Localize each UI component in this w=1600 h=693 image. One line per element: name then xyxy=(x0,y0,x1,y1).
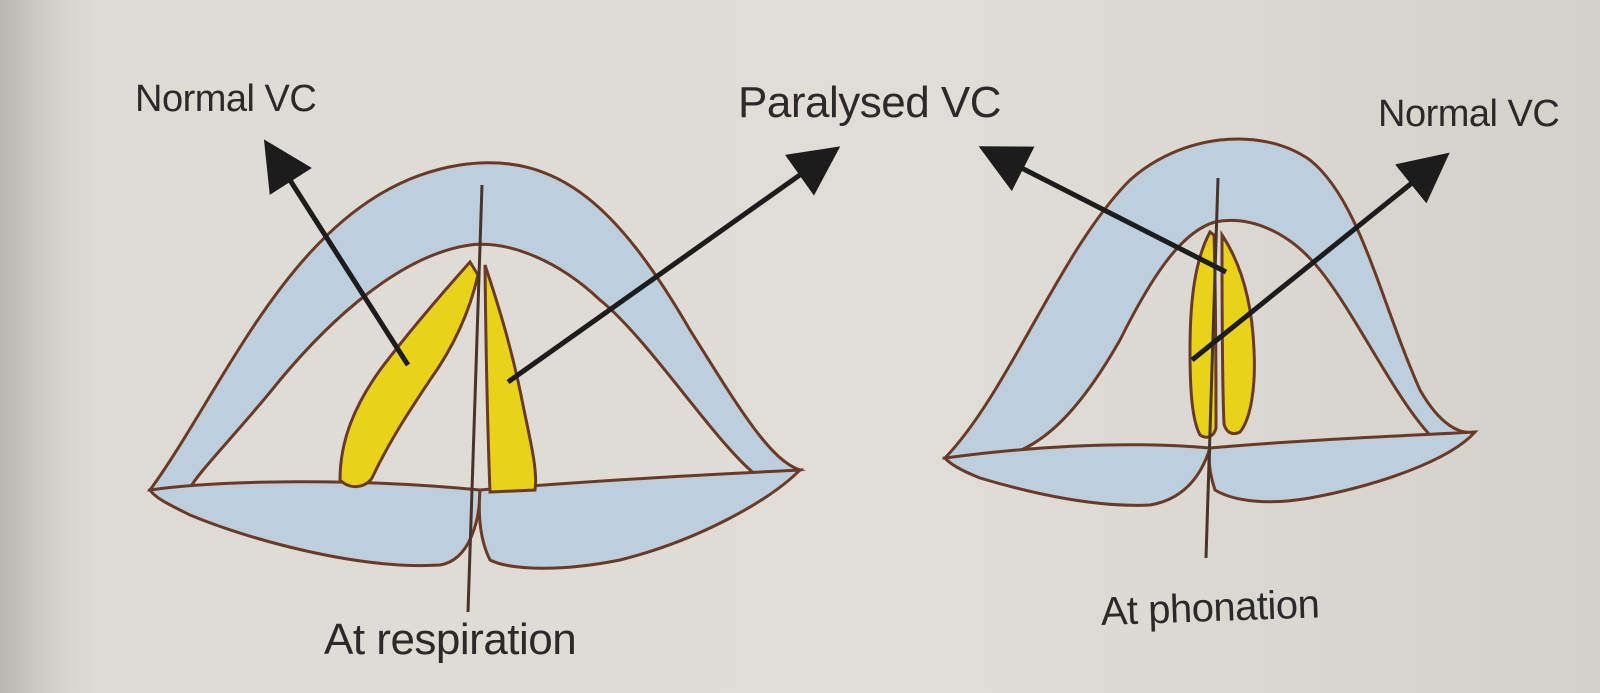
arrow-normal-vc-left xyxy=(263,139,411,367)
phonation-larynx xyxy=(941,137,1479,559)
label-at-phonation: At phonation xyxy=(1100,582,1321,634)
phonation-lower-right-lobe xyxy=(1207,430,1479,504)
arrow-normal-vc-right xyxy=(1190,152,1450,362)
phonation-midline xyxy=(1204,177,1220,559)
arrow-paralysed-vc-phonation xyxy=(978,146,1228,275)
phonation-left-vocal-cord xyxy=(1188,229,1218,439)
respiration-lower-left-lobe xyxy=(147,480,482,568)
label-normal-vc-right: Normal VC xyxy=(1378,93,1560,135)
respiration-larynx xyxy=(146,161,806,613)
label-normal-vc-left: Normal VC xyxy=(135,78,317,120)
label-at-respiration: At respiration xyxy=(324,615,577,664)
phonation-right-vocal-cord xyxy=(1220,230,1256,436)
label-paralysed-vc: Paralysed VC xyxy=(738,78,1002,127)
respiration-midline xyxy=(466,184,484,613)
arrow-paralysed-vc-respiration xyxy=(506,146,841,385)
page-binding-shadow xyxy=(0,0,60,693)
phonation-lower-left-lobe xyxy=(942,443,1212,507)
respiration-lower-right-lobe xyxy=(477,468,804,570)
